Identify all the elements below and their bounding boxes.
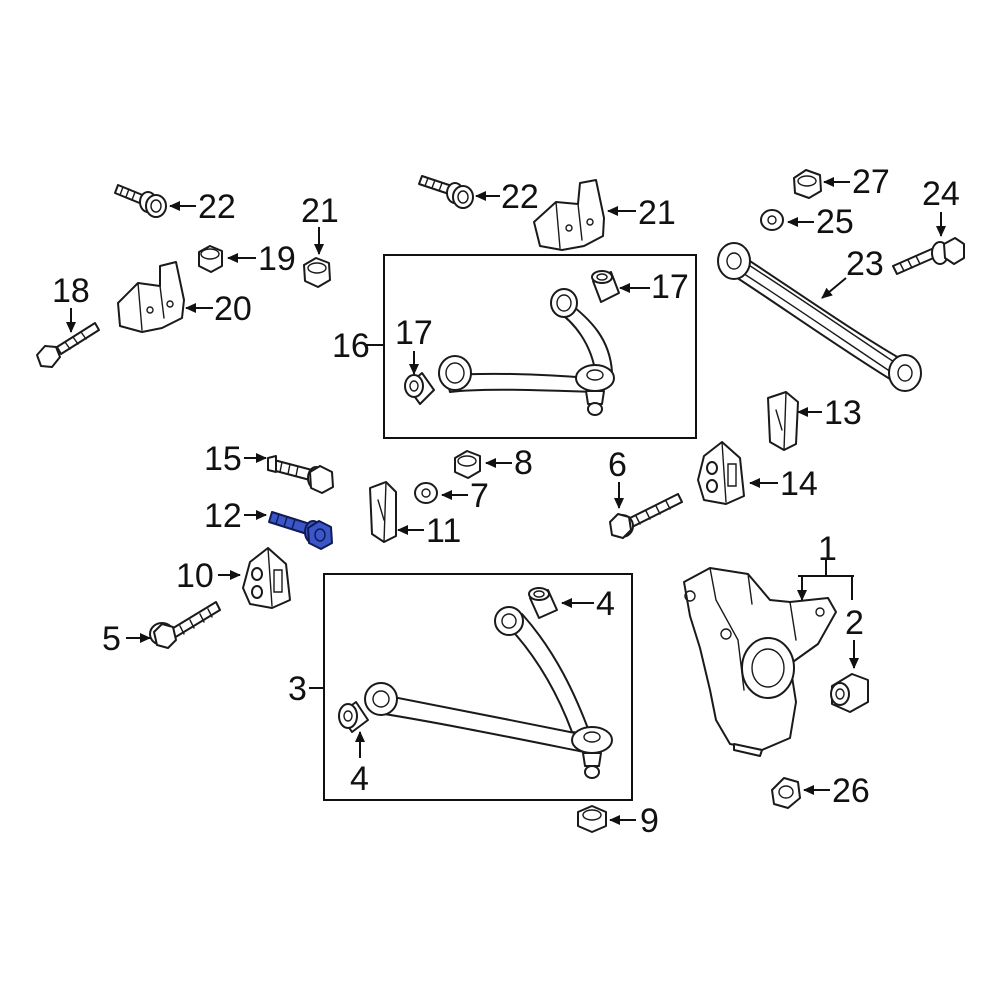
callout-11: 11 xyxy=(426,512,461,550)
callout-17-left: 17 xyxy=(395,314,433,352)
callout-15: 15 xyxy=(204,440,242,478)
part-19-nut[interactable] xyxy=(198,245,223,273)
callout-25: 25 xyxy=(816,203,854,241)
part-27-nut[interactable] xyxy=(793,169,822,199)
callout-27: 27 xyxy=(852,163,890,201)
part-20-bracket[interactable] xyxy=(117,261,185,333)
upper-arm-group-box xyxy=(383,254,697,439)
part-3-lower-control-arm[interactable] xyxy=(364,606,613,779)
callout-21-left: 21 xyxy=(301,192,339,230)
callout-9: 9 xyxy=(640,802,659,840)
part-25-washer[interactable] xyxy=(760,209,784,231)
callout-21-right: 21 xyxy=(638,194,676,232)
callout-22-center: 22 xyxy=(501,178,539,216)
callout-13: 13 xyxy=(824,394,862,432)
callout-4-right: 4 xyxy=(596,585,615,623)
callout-17-right: 17 xyxy=(651,268,689,306)
callout-2: 2 xyxy=(845,604,864,642)
part-4-bushing-left[interactable] xyxy=(338,701,369,733)
callout-20: 20 xyxy=(214,290,252,328)
callout-22-left: 22 xyxy=(198,188,236,226)
part-11-cam-plate[interactable] xyxy=(369,481,397,543)
part-23-lateral-link[interactable] xyxy=(717,242,922,392)
part-10-cam-bracket[interactable] xyxy=(242,547,291,609)
part-7-washer[interactable] xyxy=(414,482,438,504)
callout-14: 14 xyxy=(780,465,818,503)
part-12-bolt-highlighted[interactable] xyxy=(268,511,333,550)
part-18-bolt[interactable] xyxy=(36,322,100,368)
callout-7: 7 xyxy=(470,477,489,515)
callout-3: 3 xyxy=(288,670,307,708)
part-6-bolt[interactable] xyxy=(609,493,683,539)
callout-5: 5 xyxy=(102,620,121,658)
part-4-bushing-right[interactable] xyxy=(528,587,558,619)
part-8-nut[interactable] xyxy=(454,450,481,479)
part-2-bushing[interactable] xyxy=(830,673,869,713)
callout-12: 12 xyxy=(204,497,242,535)
part-22-bolt-left[interactable] xyxy=(114,184,167,218)
callout-1: 1 xyxy=(818,530,837,568)
part-26-nut[interactable] xyxy=(771,777,801,809)
part-24-bolt[interactable] xyxy=(892,237,965,275)
callout-16: 16 xyxy=(332,327,370,365)
callout-10: 10 xyxy=(176,557,214,595)
part-22-bolt-center[interactable] xyxy=(418,175,474,209)
part-14-cam-bracket[interactable] xyxy=(697,441,745,505)
part-17-bushing-left[interactable] xyxy=(404,372,435,405)
part-13-cam-plate[interactable] xyxy=(767,391,799,451)
part-16-upper-control-arm[interactable] xyxy=(438,288,615,416)
callout-6: 6 xyxy=(608,446,627,484)
part-9-nut[interactable] xyxy=(577,805,607,833)
part-21-nut-left[interactable] xyxy=(303,257,331,288)
callout-18: 18 xyxy=(52,272,90,310)
callout-26: 26 xyxy=(832,772,870,810)
callout-19: 19 xyxy=(258,240,296,278)
part-15-bolt[interactable] xyxy=(267,455,334,494)
callout-23: 23 xyxy=(846,245,884,283)
part-1-knuckle[interactable] xyxy=(683,567,837,757)
callout-4-left: 4 xyxy=(350,760,369,798)
callout-8: 8 xyxy=(514,444,533,482)
part-21-bracket[interactable] xyxy=(533,179,605,251)
part-17-bushing-right[interactable] xyxy=(591,270,620,303)
part-5-bolt[interactable] xyxy=(149,601,221,649)
callout-24: 24 xyxy=(922,175,960,213)
